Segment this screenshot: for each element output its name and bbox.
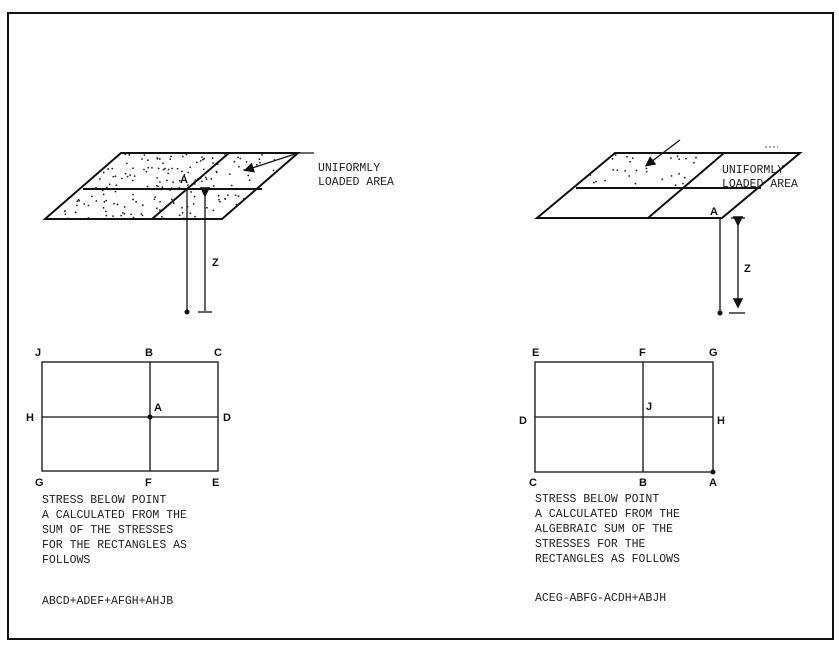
corner-g: G — [35, 477, 44, 489]
corner-j: J — [646, 401, 652, 413]
corner-a: A — [154, 402, 162, 414]
corner-h: H — [26, 412, 34, 424]
callout-arrow — [243, 152, 314, 173]
description-line: SUM OF THE STRESSES — [42, 524, 173, 537]
corner-b: B — [639, 477, 647, 489]
corner-a: A — [709, 477, 717, 489]
formula: ABCD+ADEF+AFGH+AHJB — [42, 595, 173, 608]
corner-d: D — [519, 415, 527, 427]
callout-line: UNIFORMLY — [318, 162, 380, 175]
corner-e: E — [532, 347, 539, 359]
left-loaded-area: A Z UNIFORMLY LOADED AREA — [42, 152, 394, 315]
callout-line: LOADED AREA — [318, 176, 394, 189]
callout-arrow — [644, 139, 681, 167]
corner-g: G — [709, 347, 718, 359]
point-a-label: A — [710, 206, 718, 218]
corner-c: C — [529, 477, 537, 489]
description-line: ALGEBRAIC SUM OF THE — [535, 523, 673, 536]
corner-b: B — [145, 347, 153, 359]
right-description: STRESS BELOW POINT A CALCULATED FROM THE… — [535, 493, 680, 605]
description-line: FOR THE RECTANGLES AS — [42, 539, 187, 552]
corner-f: F — [639, 347, 646, 359]
depth-z-label: Z — [744, 263, 751, 275]
corner-f: F — [145, 477, 152, 489]
corner-c: C — [214, 347, 222, 359]
depth-z-label: Z — [212, 257, 219, 269]
formula: ACEG-ABFG-ACDH+ABJH — [535, 592, 666, 605]
description-line: STRESS BELOW POINT — [535, 493, 659, 506]
left-description: STRESS BELOW POINT A CALCULATED FROM THE… — [42, 494, 187, 608]
description-line: A CALCULATED FROM THE — [535, 508, 680, 521]
description-line: STRESS BELOW POINT — [42, 494, 166, 507]
description-line: A CALCULATED FROM THE — [42, 509, 187, 522]
description-line: FOLLOWS — [42, 554, 90, 567]
frame — [7, 12, 834, 640]
point-a-label: A — [180, 174, 188, 186]
right-plan-rectangle: E F G D J H C B A — [519, 347, 725, 489]
left-plan-rectangle: J B C H A D G F E — [26, 347, 231, 489]
corner-j: J — [35, 347, 41, 359]
corner-e: E — [212, 477, 219, 489]
callout-line: UNIFORMLY — [722, 164, 784, 177]
right-loaded-area: A Z UNIFORMLY LOADED AREA — [534, 139, 803, 316]
description-line: RECTANGLES AS FOLLOWS — [535, 553, 680, 566]
description-line: STRESSES FOR THE — [535, 538, 646, 551]
corner-d: D — [223, 412, 231, 424]
corner-h: H — [717, 415, 725, 427]
callout-line: LOADED AREA — [722, 178, 798, 191]
